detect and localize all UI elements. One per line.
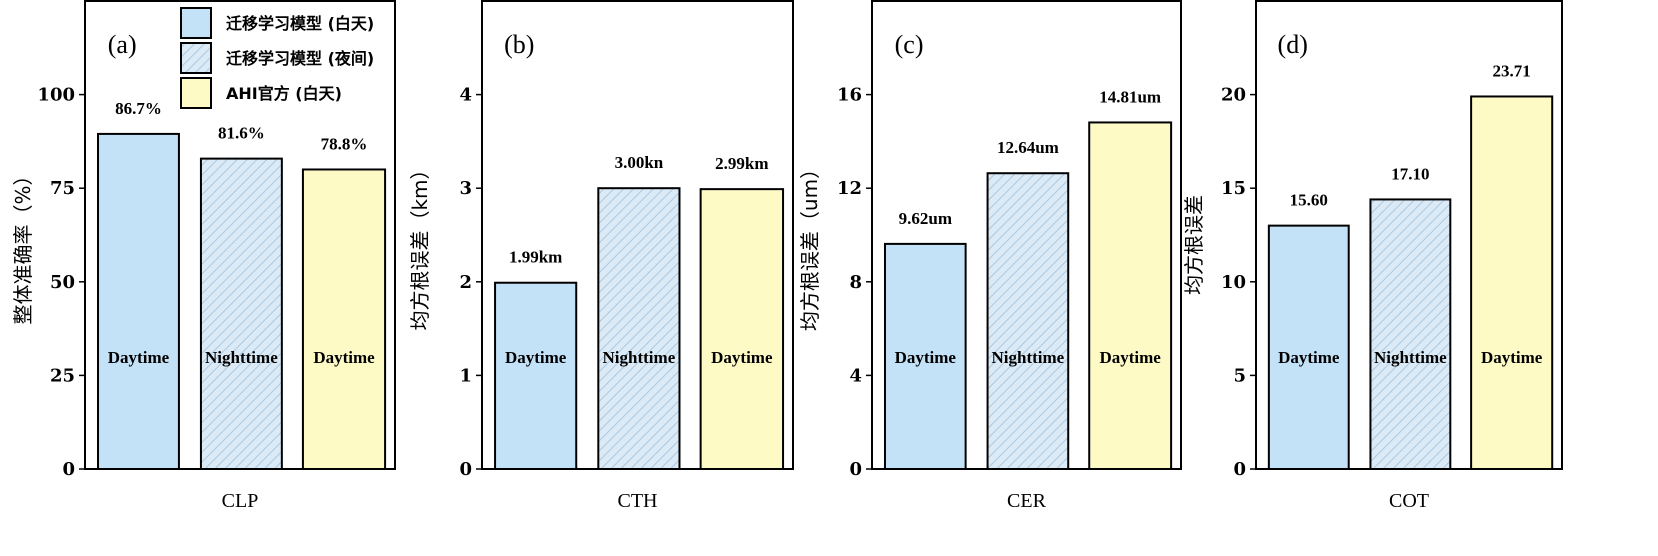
bar-cth-2 (699, 188, 785, 471)
y-axis-label: 均方根误差（km） (408, 159, 432, 330)
legend-swatch (180, 77, 212, 109)
bar-inner-label: Nighttime (603, 348, 676, 367)
data-label: 14.81um (1099, 87, 1161, 106)
x-axis-label: CER (1007, 490, 1047, 512)
y-tick-label: 4 (849, 365, 862, 386)
bar-inner-label: Daytime (1278, 348, 1340, 367)
bar-inner-label: Nighttime (205, 348, 278, 367)
y-tick-label: 15 (1221, 178, 1246, 199)
legend-label: 迁移学习模型 (夜间) (226, 49, 374, 68)
legend-swatch (180, 42, 212, 74)
data-label: 12.64um (997, 138, 1059, 157)
y-tick-label: 12 (837, 178, 862, 199)
y-tick-label: 0 (62, 459, 75, 480)
data-label: 15.60 (1290, 191, 1328, 210)
bar-inner-label: Daytime (313, 348, 375, 367)
bar-cth-0 (494, 281, 578, 470)
y-tick-label: 50 (50, 272, 75, 293)
bar-cer-0 (883, 242, 967, 470)
data-label: 86.7% (115, 99, 162, 118)
bar-inner-label: Daytime (108, 348, 170, 367)
y-tick-label: 0 (1233, 459, 1246, 480)
data-label: 23.71 (1493, 61, 1531, 80)
bar-clp-2 (301, 168, 387, 470)
y-tick-label: 10 (1221, 272, 1246, 293)
panel-label: (b) (504, 30, 534, 59)
y-axis-label: 均方根误差（um） (798, 159, 822, 331)
y-tick-label: 25 (50, 365, 75, 386)
bar-clp-1 (199, 157, 283, 470)
data-label: 2.99km (715, 154, 768, 173)
x-axis-label: CTH (618, 490, 658, 512)
data-label: 1.99km (509, 248, 562, 267)
panel-clp: 0 25 50 75 100 86.7% Daytime 81.6% Nighttime 78.8… (11, 0, 396, 512)
bar-cot-1 (1369, 198, 1452, 470)
y-tick-label: 4 (459, 85, 472, 106)
bar-cer-2 (1088, 121, 1173, 470)
y-tick-label: 16 (837, 85, 862, 106)
y-tick-label: 20 (1221, 85, 1246, 106)
data-label: 3.00kn (615, 153, 664, 172)
bar-cot-0 (1267, 224, 1350, 470)
y-tick-label: 0 (459, 459, 472, 480)
x-axis-label: CLP (222, 490, 259, 512)
x-axis-label: COT (1389, 490, 1429, 512)
y-axis-label: 整体准确率（%） (11, 165, 35, 324)
panel-label: (c) (895, 30, 924, 59)
y-tick-label: 100 (37, 85, 75, 106)
legend: 迁移学习模型 (白天) 迁移学习模型 (夜间) AHI官方 (白天) (180, 7, 374, 109)
data-label: 81.6% (218, 124, 265, 143)
y-tick-label: 5 (1233, 365, 1246, 386)
data-label: 78.8% (321, 134, 368, 153)
bar-inner-label: Daytime (711, 348, 773, 367)
y-tick-label: 3 (459, 178, 472, 199)
bar-inner-label: Daytime (895, 348, 957, 367)
panel-label: (a) (108, 30, 137, 59)
legend-item: AHI官方 (白天) (180, 77, 342, 109)
panel-label: (d) (1278, 30, 1308, 59)
bar-cot-2 (1470, 95, 1554, 471)
legend-item: 迁移学习模型 (白天) (180, 7, 374, 39)
y-tick-label: 75 (50, 178, 75, 199)
bar-inner-label: Daytime (505, 348, 567, 367)
y-tick-label: 0 (849, 459, 862, 480)
data-label: 17.10 (1391, 164, 1429, 183)
bar-clp-0 (97, 132, 180, 471)
bar-inner-label: Daytime (1481, 348, 1543, 367)
y-axis-label: 均方根误差 (1182, 195, 1206, 295)
legend-label: 迁移学习模型 (白天) (226, 14, 374, 33)
legend-swatch (180, 7, 212, 39)
legend-item: 迁移学习模型 (夜间) (180, 42, 374, 74)
legend-label: AHI官方 (白天) (226, 84, 342, 103)
bar-inner-label: Nighttime (992, 348, 1065, 367)
y-tick-label: 2 (459, 272, 472, 293)
data-label: 9.62um (899, 209, 952, 228)
y-tick-label: 8 (849, 272, 862, 293)
bar-cth-1 (597, 187, 681, 470)
bar-inner-label: Daytime (1099, 348, 1161, 367)
bar-inner-label: Nighttime (1374, 348, 1447, 367)
bar-cer-1 (986, 172, 1070, 470)
y-tick-label: 1 (459, 365, 472, 386)
